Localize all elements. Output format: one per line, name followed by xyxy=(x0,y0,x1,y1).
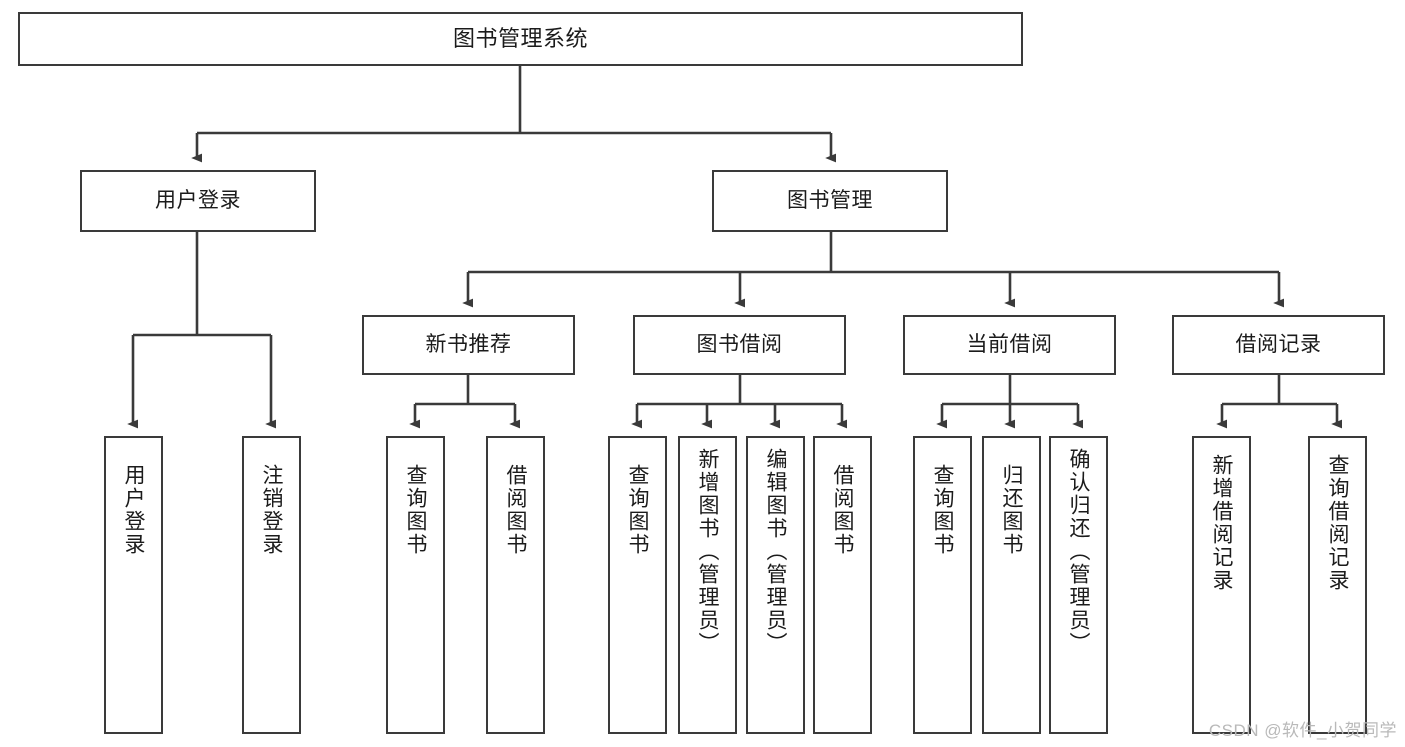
leaf-user-login[interactable]: 用户登录 xyxy=(104,436,163,734)
leaf-logout-login[interactable]: 注销登录 xyxy=(242,436,301,734)
leaf-query-book-borrow[interactable]: 查询图书 xyxy=(608,436,667,734)
leaf-confirm-return[interactable]: 确认归还（管理员） xyxy=(1049,436,1108,734)
node-label: 编辑图书（管理员） xyxy=(764,448,787,655)
node-label: 借阅图书 xyxy=(504,464,527,556)
node-label: 图书借阅 xyxy=(696,332,783,356)
leaf-borrow-book[interactable]: 借阅图书 xyxy=(813,436,872,734)
node-current-borrow[interactable]: 当前借阅 xyxy=(903,315,1116,375)
node-book-management[interactable]: 图书管理 xyxy=(712,170,948,232)
node-label: 新增借阅记录 xyxy=(1210,454,1233,592)
node-user-login[interactable]: 用户登录 xyxy=(80,170,316,232)
node-root-system[interactable]: 图书管理系统 xyxy=(18,12,1023,66)
csdn-watermark: CSDN @软件_小贺同学 xyxy=(1208,721,1397,740)
node-label: 图书管理系统 xyxy=(452,26,588,52)
node-label: 新书推荐 xyxy=(425,332,512,356)
node-label: 用户登录 xyxy=(122,464,145,556)
leaf-edit-book[interactable]: 编辑图书（管理员） xyxy=(746,436,805,734)
leaf-add-borrow-record[interactable]: 新增借阅记录 xyxy=(1192,436,1251,734)
node-label: 确认归还（管理员） xyxy=(1067,448,1090,655)
node-label: 归还图书 xyxy=(1000,464,1023,556)
node-label: 查询借阅记录 xyxy=(1326,454,1349,592)
node-label: 查询图书 xyxy=(404,464,427,556)
leaf-return-book[interactable]: 归还图书 xyxy=(982,436,1041,734)
node-label: 新增图书（管理员） xyxy=(696,448,719,655)
node-label: 查询图书 xyxy=(931,464,954,556)
leaf-query-borrow-record[interactable]: 查询借阅记录 xyxy=(1308,436,1367,734)
node-new-book-recommend[interactable]: 新书推荐 xyxy=(362,315,575,375)
leaf-borrow-book-recommend[interactable]: 借阅图书 xyxy=(486,436,545,734)
leaf-query-book-current[interactable]: 查询图书 xyxy=(913,436,972,734)
node-label: 查询图书 xyxy=(626,464,649,556)
node-label: 借阅记录 xyxy=(1235,332,1322,356)
node-label: 用户登录 xyxy=(155,188,241,212)
leaf-query-book-recommend[interactable]: 查询图书 xyxy=(386,436,445,734)
node-label: 注销登录 xyxy=(260,464,283,556)
node-label: 当前借阅 xyxy=(966,332,1053,356)
node-borrow-record[interactable]: 借阅记录 xyxy=(1172,315,1385,375)
node-label: 借阅图书 xyxy=(831,464,854,556)
leaf-add-book[interactable]: 新增图书（管理员） xyxy=(678,436,737,734)
node-book-borrow[interactable]: 图书借阅 xyxy=(633,315,846,375)
node-label: 图书管理 xyxy=(787,188,873,212)
